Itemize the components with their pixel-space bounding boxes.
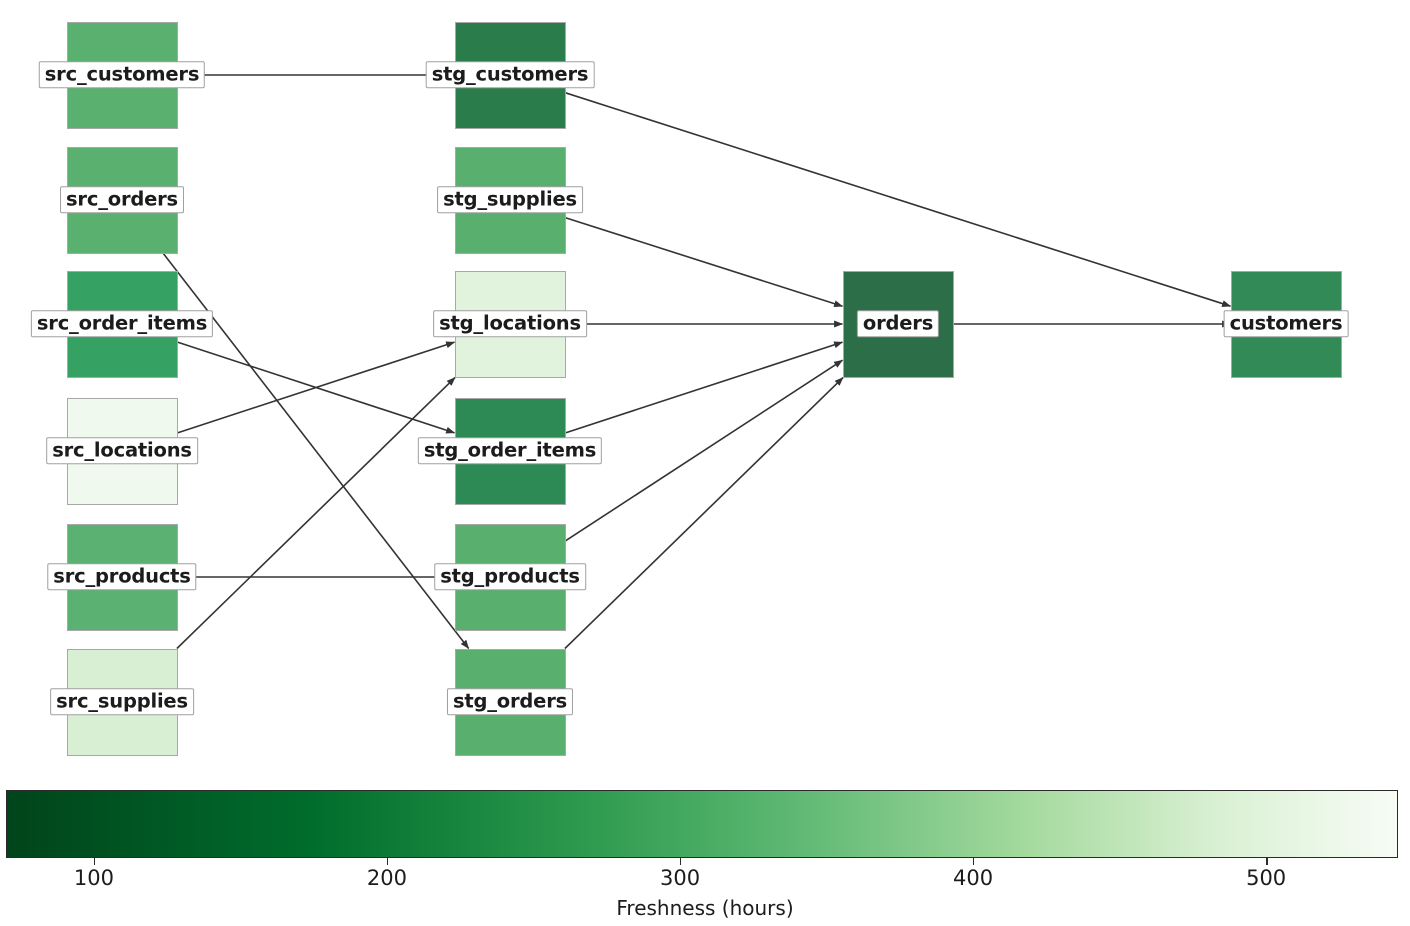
edge-stg_products-to-orders [565,359,844,542]
node-label-stg_customers: stg_customers [425,61,595,89]
node-label-src_order_items: src_order_items [30,310,214,338]
node-label-src_supplies: src_supplies [50,688,194,716]
node-label-orders: orders [856,310,940,338]
colorbar-tick-500 [1266,858,1268,865]
colorbar-tick-label-500: 500 [1246,866,1287,890]
node-label-stg_order_items: stg_order_items [417,437,603,465]
edge-src_order_items-to-stg_order_items [177,341,456,434]
edge-stg_order_items-to-orders [565,341,844,434]
node-label-src_orders: src_orders [60,186,184,214]
colorbar-tick-label-300: 300 [659,866,701,890]
colorbar-tick-200 [386,858,389,865]
node-label-stg_supplies: stg_supplies [437,186,583,214]
edge-src_locations-to-stg_locations [177,341,456,434]
node-label-customers: customers [1223,310,1349,338]
edge-layer [162,74,1232,650]
colorbar-tick-100 [93,858,96,865]
edge-stg_supplies-to-orders [565,216,844,308]
colorbar-tick-label-100: 100 [73,866,114,890]
node-label-stg_products: stg_products [434,563,586,591]
node-label-stg_orders: stg_orders [446,688,574,716]
node-label-src_products: src_products [47,563,197,591]
colorbar-gradient [6,790,1398,858]
colorbar-tick-400 [973,858,975,865]
node-label-src_locations: src_locations [46,437,198,465]
colorbar-tick-label-200: 200 [366,866,407,890]
colorbar-axis-label: Freshness (hours) [616,896,794,920]
colorbar-tick-label-400: 400 [953,866,994,890]
node-label-stg_locations: stg_locations [433,310,587,338]
edge-stg_orders-to-orders [564,376,844,650]
colorbar-tick-300 [680,858,682,865]
colorbar: 100 200 300 400 500 Freshness (hours) [0,775,1410,926]
edge-src_supplies-to-stg_locations [176,376,456,650]
node-label-src_customers: src_customers [38,61,206,89]
